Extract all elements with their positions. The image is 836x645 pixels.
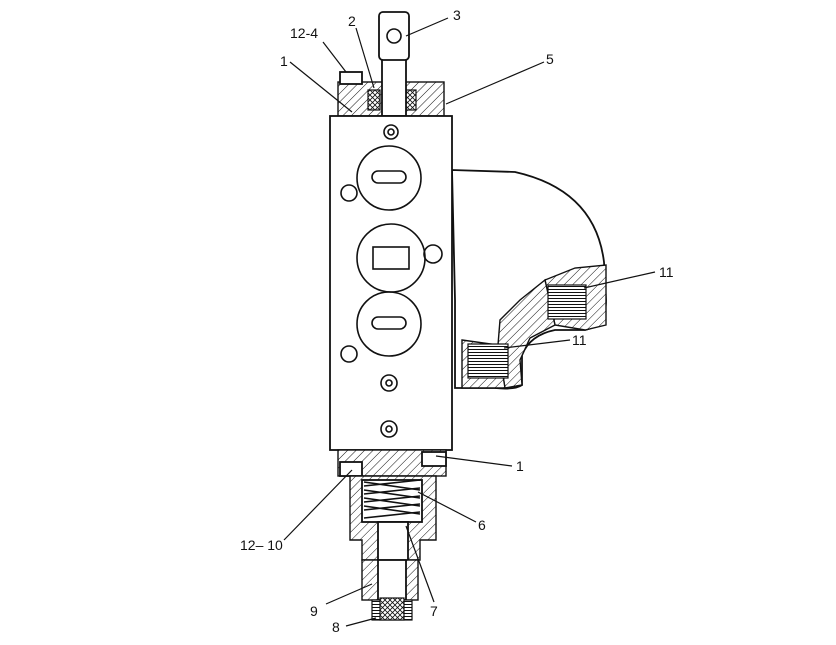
- leader-lines: [283, 17, 656, 627]
- callout-12-10: 12– 10: [240, 537, 283, 553]
- callout-7: 7: [430, 603, 438, 619]
- spring: [363, 479, 421, 519]
- callout-11-upper: 11: [659, 264, 674, 280]
- lower-threaded-port: [467, 343, 509, 379]
- callout-9: 9: [310, 603, 318, 619]
- valve-face-details: [340, 124, 443, 438]
- callout-5: 5: [546, 51, 554, 67]
- callout-3: 3: [453, 7, 461, 23]
- valve-body: [329, 115, 453, 451]
- callout-6: 6: [478, 517, 486, 533]
- callout-11-lower: 11: [572, 332, 587, 348]
- callout-labels: 12-4 2 3 1 5 11 11 1 6 12– 10 9 7 8: [240, 7, 674, 635]
- spool-stem: [378, 11, 410, 117]
- callout-8: 8: [332, 619, 340, 635]
- callout-1-bottom: 1: [516, 458, 524, 474]
- callout-1-top: 1: [280, 53, 288, 69]
- upper-threaded-port: [547, 284, 587, 320]
- callout-12-4: 12-4: [290, 25, 318, 41]
- callout-2: 2: [348, 13, 356, 29]
- bottom-cap: [337, 449, 447, 565]
- adjuster-assembly: [361, 559, 419, 621]
